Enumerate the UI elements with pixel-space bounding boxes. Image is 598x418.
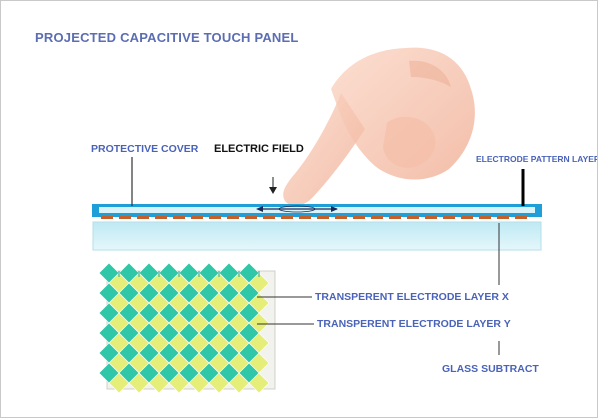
protective-cover-label: PROTECTIVE COVER — [91, 143, 199, 155]
cover-inner-highlight — [99, 207, 535, 213]
electrode-y-diamond — [248, 372, 270, 394]
glass-substrate-slab — [92, 221, 542, 251]
palm — [331, 47, 475, 180]
electric-field-label: ELECTRIC FIELD — [214, 143, 304, 155]
electrode-pattern-strips — [101, 216, 527, 219]
electrode-grid — [98, 262, 276, 394]
index-finger — [283, 93, 365, 206]
electrode-y-diamond — [188, 372, 210, 394]
electrode-y-diamond — [128, 372, 150, 394]
electrode-layer-x-label: TRANSPERENT ELECTRODE LAYER X — [315, 291, 509, 303]
electrode-y-diamond — [208, 372, 230, 394]
curled-finger — [383, 116, 436, 168]
electric-field-arrows — [256, 177, 338, 213]
knuckle-shade — [409, 60, 451, 87]
electrode-pattern-layer-label: ELECTRODE PATTERN LAYER — [476, 154, 598, 164]
electrode-layer-y-label: TRANSPERENT ELECTRODE LAYER Y — [317, 318, 511, 330]
electrode-y-diamond — [148, 372, 170, 394]
page-title: PROJECTED CAPACITIVE TOUCH PANEL — [35, 30, 299, 45]
electrode-y-diamond — [168, 372, 190, 394]
glass-substrate-label: GLASS SUBTRACT — [442, 363, 539, 375]
electrode-y-diamond — [108, 372, 130, 394]
electrode-y-diamond — [228, 372, 250, 394]
hand-illustration — [283, 47, 475, 206]
